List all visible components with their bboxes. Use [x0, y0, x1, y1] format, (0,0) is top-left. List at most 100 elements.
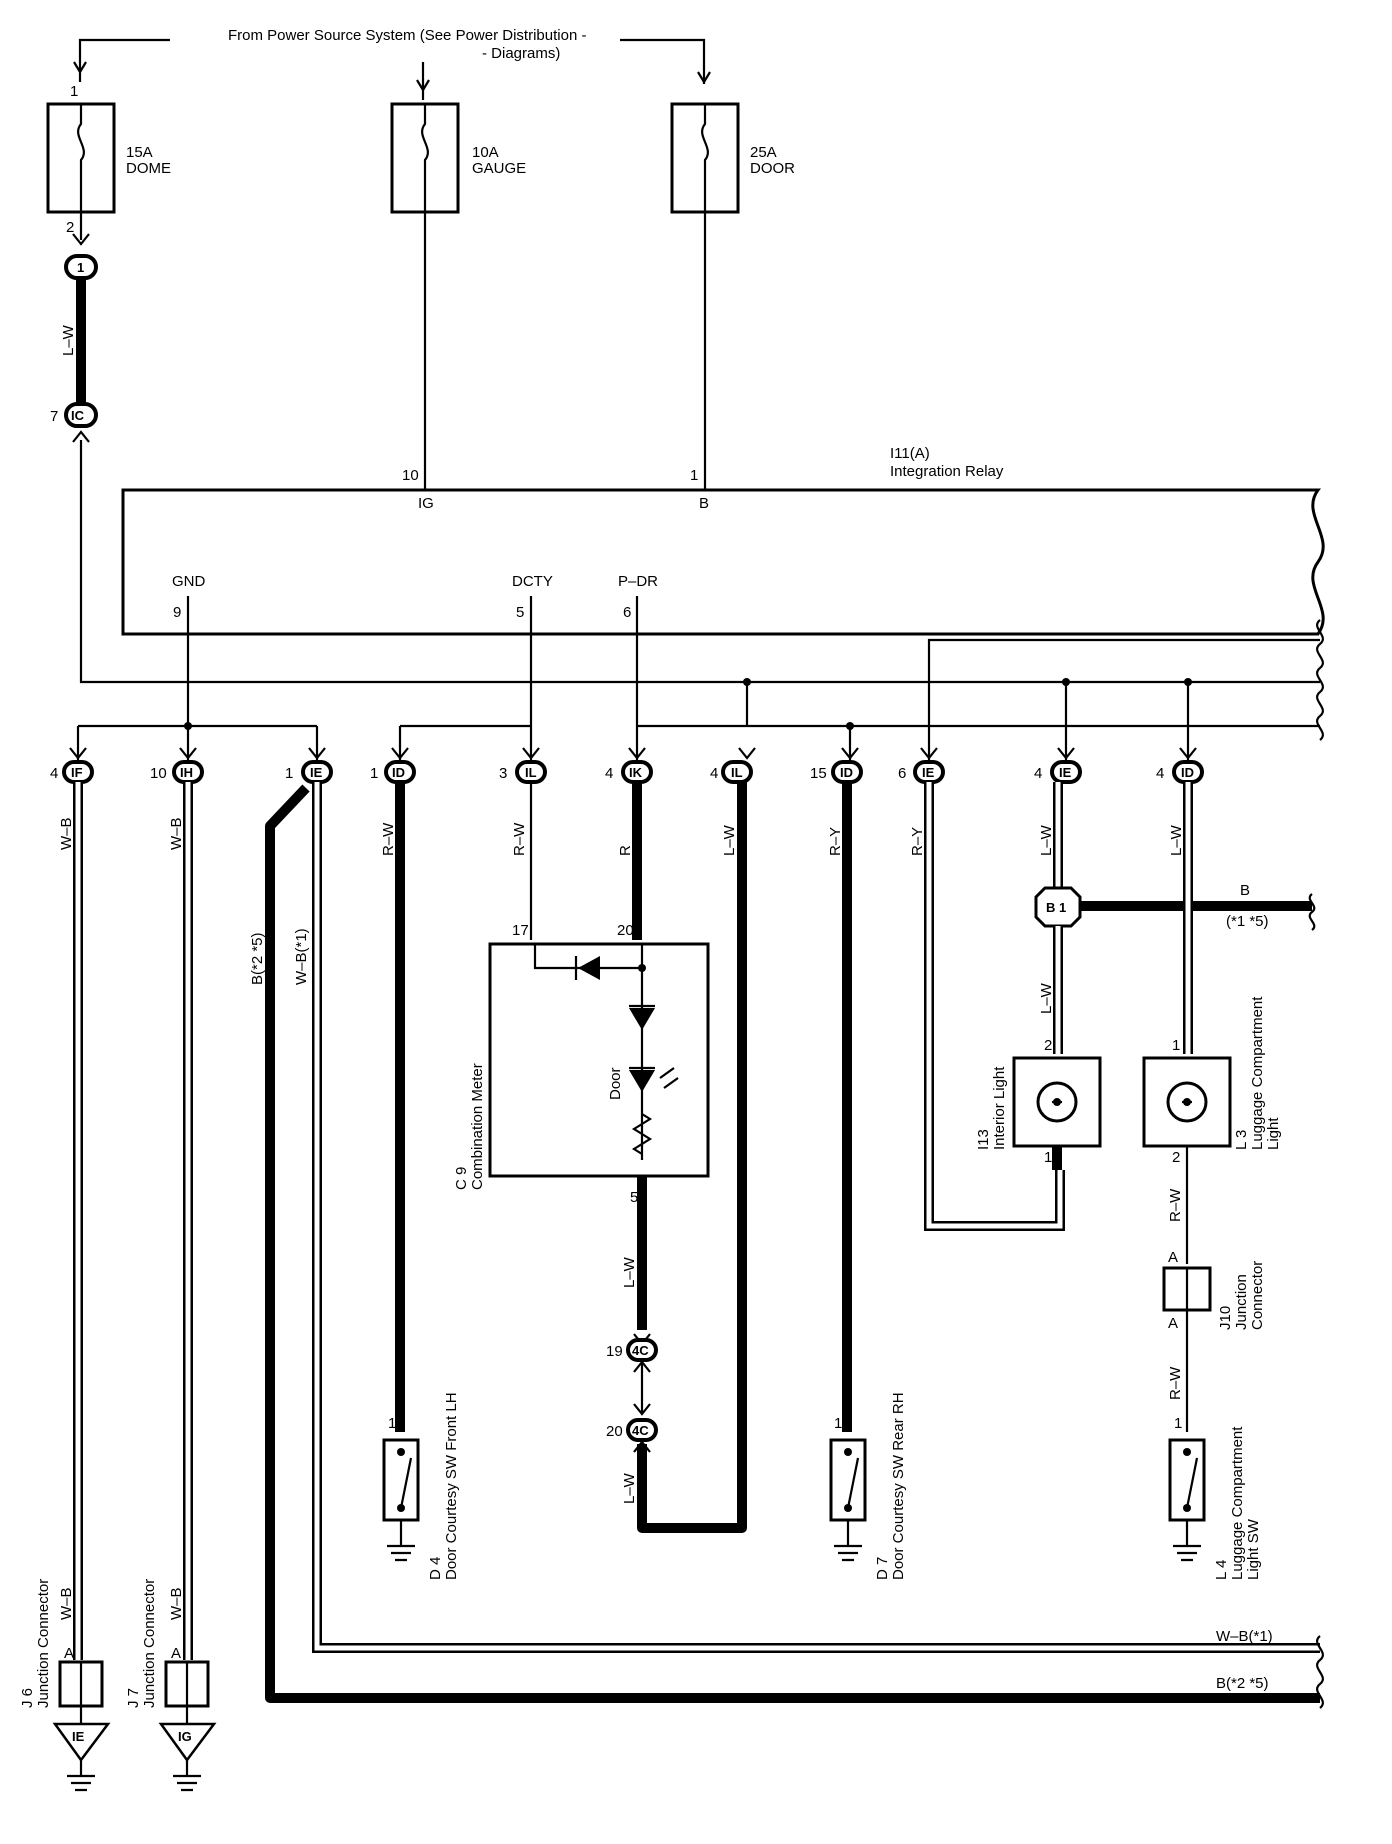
connector-if-pin: 4 [50, 765, 58, 782]
connector-il-4: IL 4 [710, 760, 753, 784]
connector-ie-6-tag: IE [922, 765, 935, 780]
j7-code: J 7 [125, 1688, 142, 1708]
bottom-wire-label-wb: W–B(*1) [1216, 1628, 1273, 1645]
connector-4c-20-tag: 4C [632, 1423, 649, 1438]
splice-b1-wire-below: L–W [1038, 982, 1055, 1014]
combination-meter: 17 20 Door C 9 Combination Meter 5 [453, 922, 710, 1206]
connector-id-4-pin: 4 [1156, 765, 1164, 782]
connector-4c-20-pin: 20 [606, 1423, 623, 1440]
relay-pin-b-num: 1 [690, 467, 698, 484]
source-note-line1: From Power Source System (See Power Dist… [228, 27, 586, 44]
connector-arrows [69, 747, 1197, 760]
connector-ie-6-pin: 6 [898, 765, 906, 782]
j10-pin-bottom: A [1168, 1315, 1178, 1332]
sw-front-lh-pin: 1 [388, 1415, 396, 1432]
wire-label-id-15: R–Y [827, 827, 844, 856]
luggage-light-name1: Luggage Compartment [1249, 996, 1266, 1150]
interior-light-pin-top: 2 [1044, 1037, 1052, 1054]
luggage-sw-name2: Light SW [1245, 1518, 1262, 1580]
sw-front-lh-code: D 4 [427, 1557, 444, 1580]
interior-light-pin-bottom: 1 [1044, 1149, 1052, 1166]
connector-id-15-pin: 15 [810, 765, 827, 782]
door-courtesy-sw-rear-rh: 1 D 7 Door Courtesy SW Rear RH [829, 1392, 907, 1580]
sw-rear-rh-pin: 1 [834, 1415, 842, 1432]
junction-ic-tag: IC [71, 408, 85, 423]
integration-relay: I11(A) Integration Relay 10 IG 1 B GND 9… [121, 445, 1325, 636]
j10-name1: Junction [1233, 1274, 1250, 1330]
connector-ik: IK 4 [605, 760, 653, 784]
connector-id-1: ID 1 [370, 760, 416, 784]
luggage-sw-pin: 1 [1174, 1415, 1182, 1432]
connector-ie-6: IE 6 [898, 760, 945, 784]
luggage-light-pin-bottom: 2 [1172, 1149, 1180, 1166]
junction-connector-j10: A A J10 Junction Connector [1162, 1249, 1266, 1332]
relay-pin-pdr-term: P–DR [618, 573, 658, 590]
luggage-light-pin-top: 1 [1172, 1037, 1180, 1054]
connector-ie-1-tag: IE [310, 765, 323, 780]
connector-il-3: IL 3 [499, 760, 547, 784]
j10-pin-top: A [1168, 1249, 1178, 1266]
connector-4c-19: 4C 19 [606, 1338, 658, 1362]
connector-il-4-tag: IL [731, 765, 743, 780]
relay-pin-b-term: B [699, 495, 709, 512]
source-note-line2: - Diagrams) [482, 45, 560, 62]
wire-label-4c-20: L–W [621, 1472, 638, 1504]
j6-name: Junction Connector [35, 1579, 52, 1708]
splice-b1-note: (*1 *5) [1226, 913, 1269, 930]
relay-pin-pdr-num: 6 [623, 604, 631, 621]
relay-code: I11(A) [890, 445, 930, 462]
j7-name: Junction Connector [141, 1579, 158, 1708]
fuse-door-rating: 25A [750, 144, 777, 161]
relay-pin-ig-term: IG [418, 495, 434, 512]
connector-4c-19-tag: 4C [632, 1343, 649, 1358]
connector-ie-1-pin: 1 [285, 765, 293, 782]
wire-label-ie-4: L–W [1038, 824, 1055, 856]
fuse-dome-pin-in: 1 [70, 83, 78, 100]
splice-b1-tag: B 1 [1046, 900, 1066, 915]
meter-code: C 9 [453, 1167, 470, 1190]
splice-b1: B 1 [1034, 886, 1082, 928]
j7-wire: W–B [168, 1587, 185, 1620]
j6-tag: IE [72, 1729, 85, 1744]
connector-ie-1: IE 1 [285, 760, 333, 784]
meter-name: Combination Meter [469, 1063, 486, 1190]
luggage-light-code: L 3 [1233, 1130, 1250, 1150]
connector-il-3-tag: IL [525, 765, 537, 780]
j7-pin: A [171, 1645, 181, 1662]
fuse-dome-name: DOME [126, 160, 171, 177]
connector-ih: IH 10 [150, 760, 204, 784]
wire-label-id-1: R–W [380, 822, 397, 856]
wire-label-ih: W–B [168, 817, 185, 850]
splice-b1-wire: B [1240, 882, 1250, 899]
bottom-wire-label-b: B(*2 *5) [1216, 1675, 1269, 1692]
meter-indicator-door: Door [607, 1067, 624, 1100]
j10-wire-top: R–W [1167, 1188, 1184, 1222]
fuse-gauge-rating: 10A [472, 144, 499, 161]
j6-pin: A [64, 1645, 74, 1662]
fuse-gauge-name: GAUGE [472, 160, 526, 177]
junction-top-tag: 1 [77, 260, 84, 275]
interior-light-code: I13 [975, 1129, 992, 1150]
door-courtesy-sw-front-lh: 1 D 4 Door Courtesy SW Front LH [382, 1392, 460, 1580]
wire-label-ik: R [617, 845, 634, 856]
wire-label-if: W–B [58, 817, 75, 850]
connector-id-15: ID 15 [810, 760, 863, 784]
luggage-compartment-light-sw: 1 L 4 Luggage Compartment Light SW [1168, 1415, 1262, 1580]
connector-id-1-tag: ID [392, 765, 405, 780]
ground-icon [1173, 1520, 1201, 1562]
junction-ic: IC 7 [50, 402, 98, 428]
luggage-light-name2: Light [1265, 1117, 1282, 1150]
connector-ih-tag: IH [180, 765, 193, 780]
interior-light-name: Interior Light [991, 1066, 1008, 1150]
connector-ik-pin: 4 [605, 765, 613, 782]
sw-front-lh-name: Door Courtesy SW Front LH [443, 1392, 460, 1580]
wire-label-il-4: L–W [721, 824, 738, 856]
meter-pin-17: 17 [512, 922, 529, 939]
connector-ih-pin: 10 [150, 765, 167, 782]
j10-wire-bottom: R–W [1167, 1366, 1184, 1400]
connector-if: IF 4 [50, 760, 94, 784]
fuse-dome-rating: 15A [126, 144, 153, 161]
ground-icon [387, 1520, 415, 1562]
j7-tag: IG [178, 1729, 192, 1744]
connector-id-15-tag: ID [840, 765, 853, 780]
